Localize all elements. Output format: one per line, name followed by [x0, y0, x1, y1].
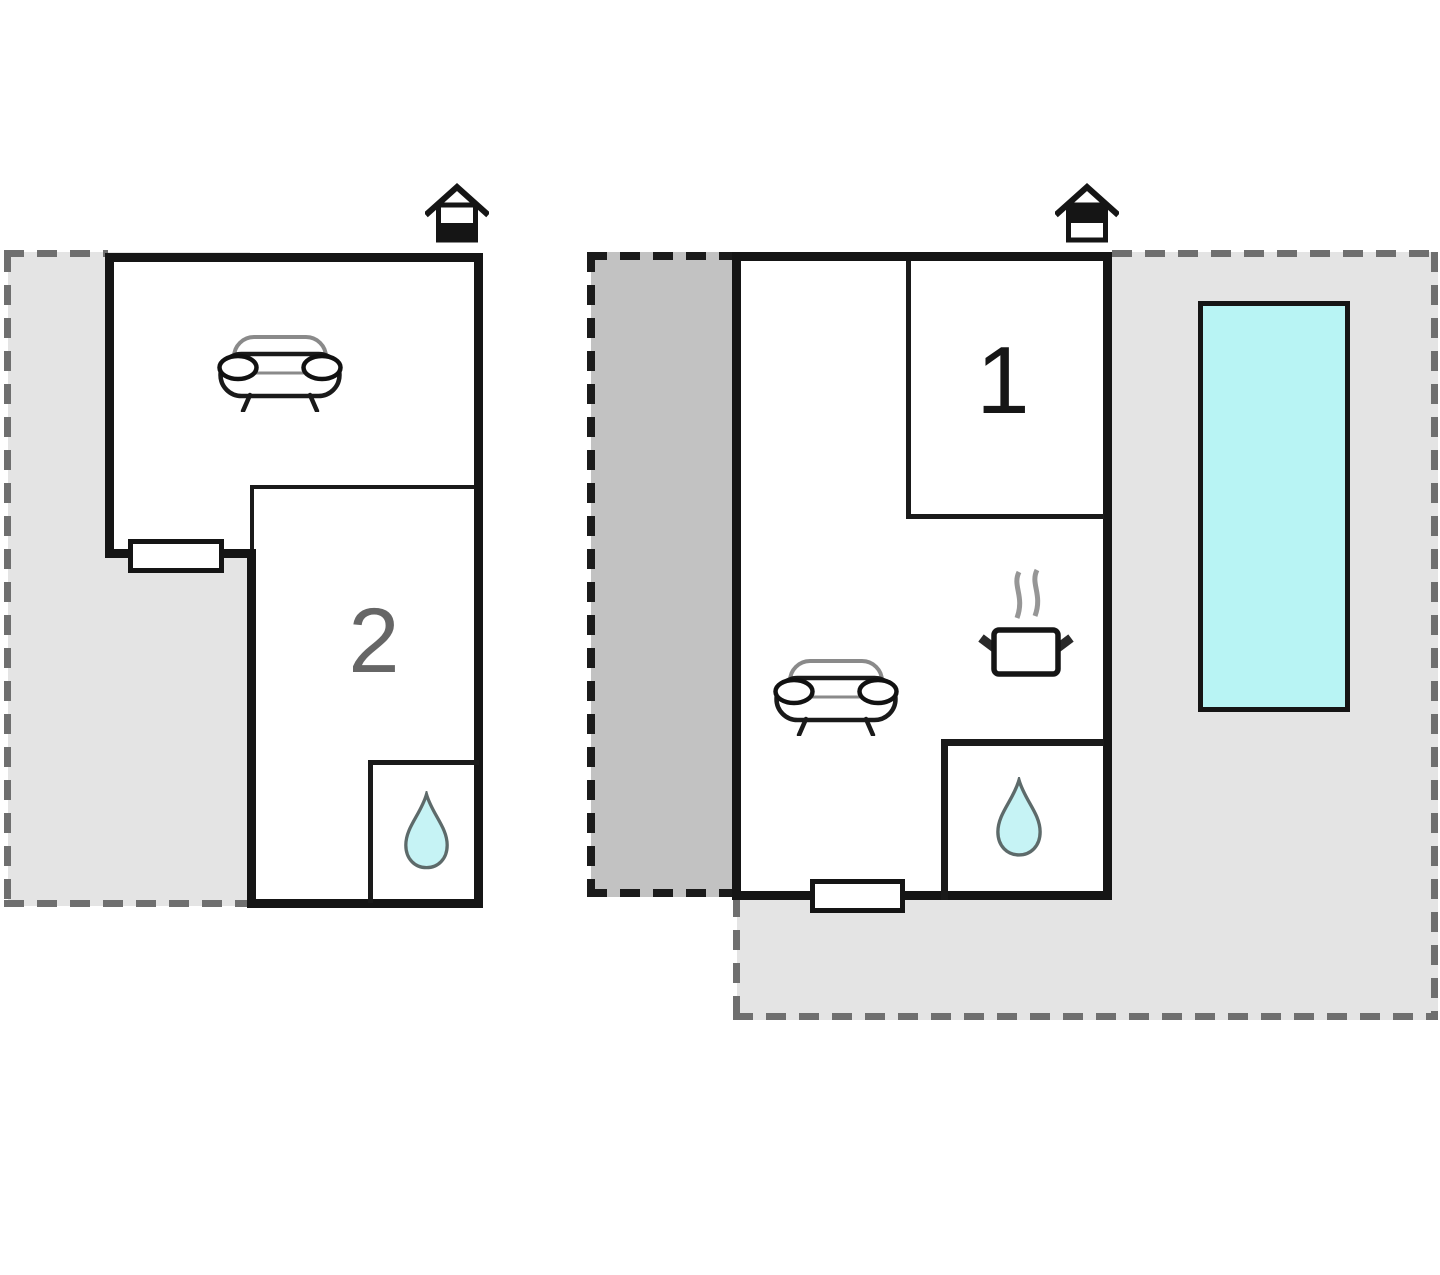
- right-living-kitchen: [732, 252, 1112, 900]
- right-plot-dashed-border-bottom: [733, 1013, 1438, 1020]
- room-1-label: 1: [976, 327, 1030, 434]
- terrace-dashed-border-bottom: [587, 889, 736, 897]
- left-bathroom-wall-top: [368, 760, 479, 765]
- water-drop-icon: [996, 777, 1042, 857]
- wall-segment: [105, 253, 483, 262]
- sofa-icon: [217, 335, 343, 412]
- sofa-icon: [773, 659, 899, 736]
- swimming-pool: [1198, 301, 1350, 712]
- house-orientation-icon: [425, 182, 489, 243]
- left-plot-dashed-border-top: [4, 250, 108, 257]
- right-plot-dashed-border-top: [1112, 250, 1438, 257]
- right-covered-terrace: [591, 252, 736, 897]
- wall-segment: [105, 253, 114, 558]
- left-plot-dashed-border-left: [4, 252, 11, 906]
- terrace-dashed-border-left: [587, 252, 595, 897]
- entrance-door: [810, 879, 905, 913]
- wall-segment: [732, 252, 1112, 261]
- left-bathroom-wall-left: [368, 760, 373, 903]
- wall-segment: [732, 252, 741, 900]
- wall-segment: [247, 899, 483, 908]
- left-plot-dashed-border-bottom: [4, 900, 250, 907]
- wall-segment: [474, 253, 483, 908]
- cooking-pot-icon: [978, 568, 1074, 677]
- terrace-dashed-border-top: [587, 252, 736, 260]
- left-window-radiator: [128, 539, 224, 573]
- room-2-partition-horizontal: [252, 485, 479, 489]
- right-bathroom-wall-top: [941, 739, 1104, 746]
- right-outdoor-area-south: [737, 897, 1112, 1020]
- wall-segment: [247, 549, 256, 908]
- room-1-partition-vertical: [906, 261, 911, 519]
- house-orientation-icon: [1055, 182, 1119, 243]
- room-1-partition-horizontal: [906, 514, 1104, 519]
- water-drop-icon: [404, 791, 449, 870]
- right-plot-dashed-border-right: [1431, 252, 1438, 1020]
- wall-segment: [732, 891, 1112, 900]
- right-plot-dashed-border-left: [733, 897, 740, 1020]
- room-2-partition-vertical: [250, 485, 254, 553]
- right-bathroom-wall-left: [941, 739, 948, 900]
- room-2-label: 2: [348, 590, 400, 692]
- wall-segment: [1103, 252, 1112, 900]
